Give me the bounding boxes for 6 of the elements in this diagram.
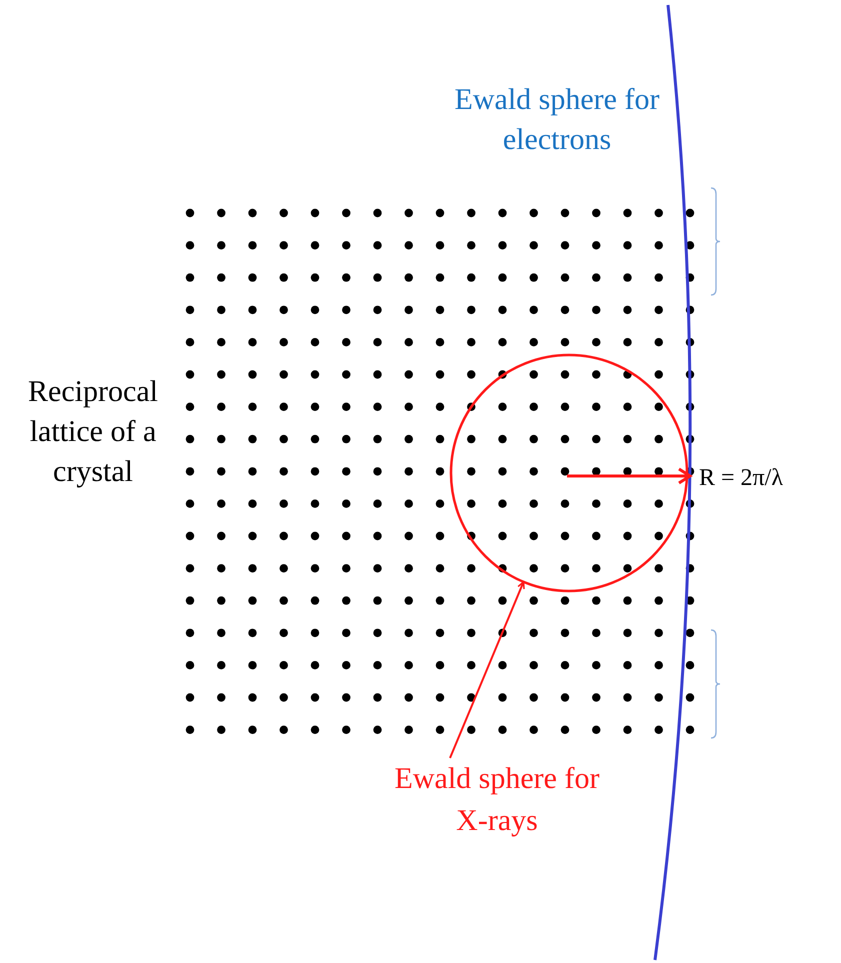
- leader-arrow: [449, 581, 525, 758]
- caption-text: Ewald sphere for X-rays: [394, 761, 600, 839]
- lattice-label: Reciprocal lattice of a crystal: [27, 374, 159, 490]
- xray-ewald-sphere-circle: [449, 353, 689, 593]
- electron-sphere-label: Ewald sphere for electrons: [454, 82, 660, 158]
- radius-formula: R = 2π/λ: [699, 464, 784, 493]
